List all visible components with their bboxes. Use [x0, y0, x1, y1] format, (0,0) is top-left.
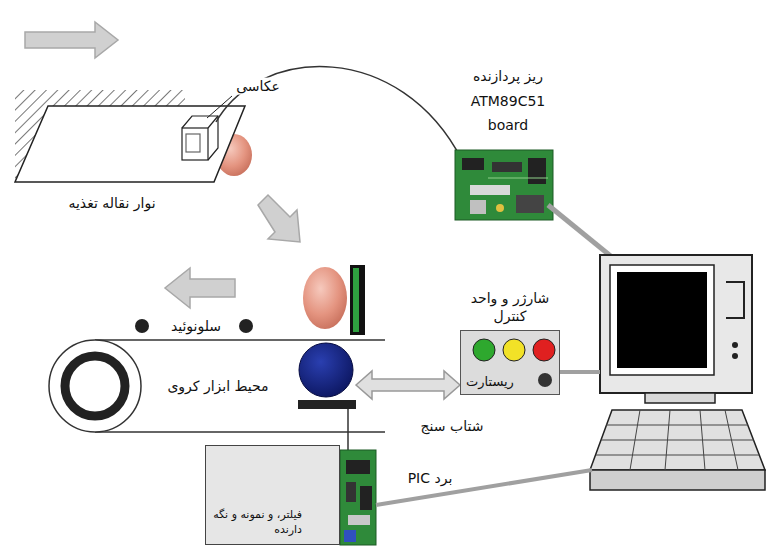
- part-label: سلونوئید: [169, 318, 223, 335]
- cable: [560, 370, 600, 374]
- part-label: نوار نقاله تغذیه: [66, 195, 157, 212]
- part-label: محیط ابزار کروی: [165, 378, 270, 395]
- camera-cube: [182, 116, 218, 160]
- indicator-light: [533, 339, 555, 361]
- leader-line: [207, 96, 232, 118]
- feed-conveyor: [15, 106, 245, 182]
- flow-arrow: [165, 268, 235, 308]
- node-heading: ریز پردازنده ATM89C51 board: [456, 64, 560, 138]
- spherical-tool: [299, 343, 353, 397]
- part-label: شتاب سنج: [419, 418, 486, 435]
- solenoid-dot: [239, 319, 253, 333]
- board-label-group: ریز پردازنده ATM89C51 board: [456, 64, 560, 138]
- computer: [590, 255, 765, 490]
- restart-button: [538, 373, 552, 387]
- node-text: ریستارت: [466, 374, 514, 391]
- flow-arrow: [25, 22, 118, 58]
- belt: [49, 340, 385, 432]
- signal-wire: [347, 409, 349, 452]
- control-unit-box: شارژر و واحد کنترلریستارت: [460, 330, 560, 395]
- accelerometer-base: [298, 400, 356, 409]
- solenoid-dot: [135, 319, 149, 333]
- cable: [548, 205, 618, 262]
- impact-plate: [353, 268, 359, 332]
- indicator-light: [503, 339, 525, 361]
- node-heading: شارژر و واحد کنترل: [461, 289, 559, 325]
- signal-wire: [216, 67, 462, 160]
- node-heading: فیلتر، و نمونه و نگه دارنده: [212, 508, 302, 538]
- pic-board: [340, 450, 376, 545]
- impact-plate: [350, 265, 365, 335]
- fruit: [303, 267, 347, 329]
- microcontroller-board: [455, 150, 553, 220]
- part-label: عکاسی: [234, 78, 282, 95]
- filter-box: فیلتر، و نمونه و نگه دارنده: [205, 445, 340, 545]
- part-label: برد PIC: [406, 470, 455, 487]
- cable: [376, 470, 592, 505]
- double-arrow: [356, 371, 460, 399]
- flow-arrow: [258, 195, 300, 242]
- indicator-light: [473, 339, 495, 361]
- control-box-fill: [460, 330, 560, 395]
